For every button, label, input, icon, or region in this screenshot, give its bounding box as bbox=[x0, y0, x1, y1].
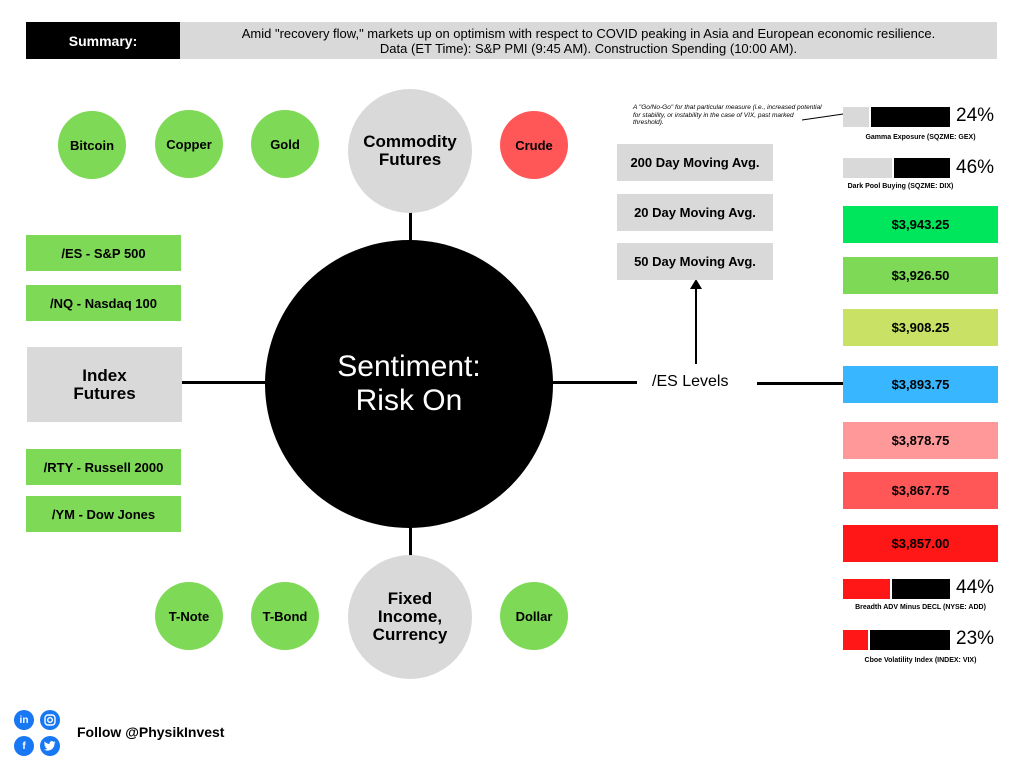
bitcoin-circle: Bitcoin bbox=[58, 111, 126, 179]
follow-handle[interactable]: Follow @PhysikInvest bbox=[77, 724, 225, 740]
arrow-shaft bbox=[695, 286, 697, 364]
rty-russell-box: /RTY - Russell 2000 bbox=[26, 449, 181, 485]
gauge-fill bbox=[843, 579, 892, 599]
fixed-income-line-2: Income, bbox=[377, 607, 443, 626]
ma-200-box: 200 Day Moving Avg. bbox=[617, 144, 773, 181]
gauge-caption: Breadth ADV Minus DECL (NYSE: ADD) bbox=[855, 604, 986, 611]
fixed-income-line-3: Currency bbox=[372, 625, 448, 644]
dollar-circle: Dollar bbox=[500, 582, 568, 650]
gold-circle: Gold bbox=[251, 110, 319, 178]
copper-circle: Copper bbox=[155, 110, 223, 178]
crude-circle: Crude bbox=[500, 111, 568, 179]
gauge-percent: 23% bbox=[956, 628, 995, 649]
gauge-fill bbox=[843, 158, 894, 178]
connector-left bbox=[182, 381, 267, 384]
summary-line-2: Data (ET Time): S&P PMI (9:45 AM). Const… bbox=[379, 40, 798, 56]
t-bond-circle: T-Bond bbox=[251, 582, 319, 650]
gauge-fill bbox=[843, 630, 870, 650]
commodity-hub-line-1: Commodity bbox=[363, 132, 457, 151]
connector-bottom bbox=[409, 526, 412, 556]
commodity-hub-line-2: Futures bbox=[378, 150, 442, 169]
es-level: $3,857.00 bbox=[843, 525, 998, 562]
connector-es-levels bbox=[757, 382, 843, 385]
twitter-icon[interactable] bbox=[40, 736, 60, 756]
sentiment-value: Risk On bbox=[355, 384, 463, 417]
es-level: $3,943.25 bbox=[843, 206, 998, 243]
commodity-futures-circle: Commodity Futures bbox=[348, 89, 472, 213]
gauge-caption: Dark Pool Buying (SQZME: DIX) bbox=[847, 183, 954, 190]
es-level: $3,893.75 bbox=[843, 366, 998, 403]
facebook-icon[interactable]: f bbox=[14, 736, 34, 756]
es-sp500-box: /ES - S&P 500 bbox=[26, 235, 181, 271]
sentiment-circle: Sentiment: Risk On bbox=[265, 240, 553, 528]
connector-right bbox=[551, 381, 637, 384]
fixed-income-line-1: Fixed bbox=[387, 589, 433, 608]
summary-text: Amid "recovery flow," markets up on opti… bbox=[180, 22, 997, 59]
es-level: $3,926.50 bbox=[843, 257, 998, 294]
connector-top bbox=[409, 212, 412, 242]
nq-nasdaq-box: /NQ - Nasdaq 100 bbox=[26, 285, 181, 321]
summary-line-1: Amid "recovery flow," markets up on opti… bbox=[241, 25, 936, 41]
es-level: $3,867.75 bbox=[843, 472, 998, 509]
gauge-percent: 44% bbox=[956, 577, 995, 598]
index-futures-line-1: Index bbox=[82, 365, 127, 385]
summary-label: Summary: bbox=[26, 22, 180, 59]
gauge-fill bbox=[843, 107, 871, 127]
es-levels-label: /ES Levels bbox=[652, 373, 729, 390]
sentiment-label: Sentiment: bbox=[337, 350, 481, 383]
fixed-income-circle: Fixed Income, Currency bbox=[348, 555, 472, 679]
ym-dow-box: /YM - Dow Jones bbox=[26, 496, 181, 532]
gauge-percent: 46% bbox=[956, 157, 995, 178]
index-futures-box: Index Futures bbox=[27, 347, 182, 422]
gauge-caption: Cboe Volatility Index (INDEX: VIX) bbox=[864, 657, 977, 664]
go-no-go-note: A "Go/No-Go" for that particular measure… bbox=[633, 104, 822, 126]
gauge-caption: Gamma Exposure (SQZME: GEX) bbox=[865, 134, 976, 141]
es-level: $3,908.25 bbox=[843, 309, 998, 346]
gauge-percent: 24% bbox=[956, 105, 995, 126]
es-level: $3,878.75 bbox=[843, 422, 998, 459]
index-futures-line-2: Futures bbox=[73, 383, 136, 403]
linkedin-icon[interactable]: in bbox=[14, 710, 34, 730]
instagram-icon[interactable] bbox=[40, 710, 60, 730]
ma-50-box: 50 Day Moving Avg. bbox=[617, 243, 773, 280]
arrow-head-icon bbox=[690, 279, 702, 289]
ma-20-box: 20 Day Moving Avg. bbox=[617, 194, 773, 231]
t-note-circle: T-Note bbox=[155, 582, 223, 650]
